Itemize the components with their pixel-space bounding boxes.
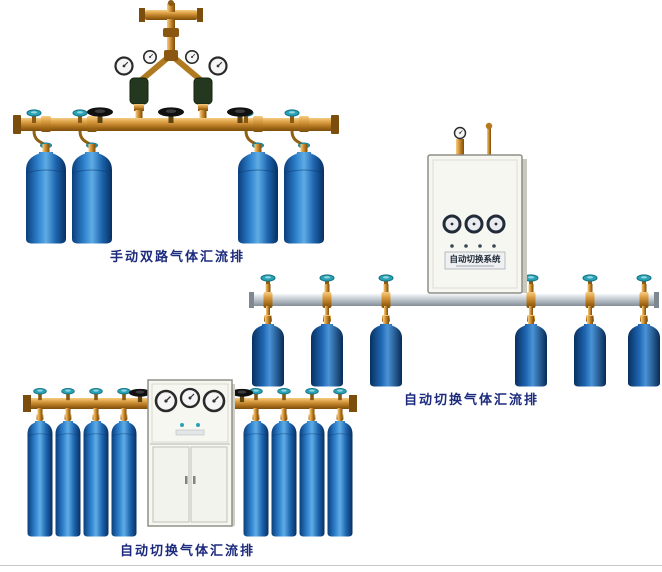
cylinder-station	[515, 274, 547, 387]
door-handle	[193, 476, 196, 484]
outlet-tee	[139, 0, 203, 56]
cylinder-station	[25, 109, 67, 244]
pressure-gauge-icon	[453, 126, 467, 140]
cylinder-station	[271, 387, 297, 537]
control-cabinet: 自动切换系统	[427, 122, 527, 294]
pressure-gauge-icon	[142, 49, 158, 65]
pipe-end-cap	[13, 115, 21, 134]
gas-cylinder	[574, 316, 606, 387]
cylinder-station	[83, 387, 109, 537]
gas-cylinder	[237, 143, 279, 244]
gas-cylinder	[71, 143, 113, 244]
figure-caption-auto-wall: 自动切换气体汇流排	[404, 392, 540, 407]
regulator-left	[114, 49, 158, 120]
gas-cylinder	[25, 143, 67, 244]
regulator-right	[184, 49, 228, 120]
cabinet-nameplate	[444, 251, 506, 270]
pressure-gauge-icon	[486, 214, 506, 234]
manifold-pipe	[18, 118, 334, 131]
pressure-gauge-icon	[184, 49, 200, 65]
cabinet-vent-pipe	[487, 128, 491, 157]
cylinder-station	[243, 387, 269, 537]
cylinder-station	[327, 387, 353, 537]
cylinder-station	[237, 109, 279, 244]
indicator-light	[450, 244, 454, 248]
cylinder-station	[27, 387, 53, 537]
gas-cylinder	[311, 316, 343, 387]
indicator-light	[492, 244, 496, 248]
gas-cylinder	[243, 412, 269, 537]
gas-cylinder	[83, 412, 109, 537]
gas-cylinder	[252, 316, 284, 387]
gas-cylinder	[111, 412, 137, 537]
cabinet-inlet-pipe	[456, 139, 464, 157]
cabinet-door-left	[152, 446, 190, 523]
figure-caption-manual-dual: 手动双路气体汇流排	[110, 249, 246, 264]
pressure-gauge-icon	[442, 214, 462, 234]
cylinder-station	[71, 109, 113, 244]
pressure-gauge-icon	[154, 389, 178, 413]
control-cabinet	[147, 379, 235, 527]
manifold-pipe	[252, 294, 656, 306]
pipe-end-cap	[349, 395, 357, 412]
gas-cylinder	[370, 316, 402, 387]
junction-block	[164, 50, 178, 61]
cylinder-station	[111, 387, 137, 537]
indicator-light	[180, 423, 184, 427]
figure-manual-dual-manifold	[13, 0, 339, 244]
indicator-light	[478, 244, 482, 248]
pipe-end-cap	[249, 292, 254, 308]
cylinder-station	[299, 387, 325, 537]
gas-cylinder	[299, 412, 325, 537]
cylinder-station	[311, 274, 343, 387]
cylinder-station	[628, 274, 660, 387]
gas-cylinder	[515, 316, 547, 387]
gas-cylinder	[271, 412, 297, 537]
cylinder-station	[283, 109, 325, 244]
cylinder-station	[55, 387, 81, 537]
figure-caption-auto-floor: 自动切换气体汇流排	[120, 543, 256, 558]
door-handle	[185, 476, 188, 484]
cabinet-door-right	[190, 446, 228, 523]
gas-cylinder	[27, 412, 53, 537]
pipe-end-cap	[331, 115, 339, 134]
pressure-gauge-icon	[464, 214, 484, 234]
pipe-end-cap	[654, 292, 659, 308]
figure-auto-switch-floor-cabinet	[23, 379, 357, 537]
gas-cylinder	[55, 412, 81, 537]
cylinder-station	[252, 274, 284, 387]
cabinet-label: 自动切换系统	[449, 254, 501, 264]
gas-cylinder	[283, 143, 325, 244]
pressure-gauge-icon	[179, 387, 201, 409]
cylinder-station	[370, 274, 402, 387]
indicator-light	[464, 244, 468, 248]
pipe-end-cap	[23, 395, 31, 412]
gas-cylinder	[327, 412, 353, 537]
figure-auto-switch-wall-cabinet: 自动切换系统	[249, 122, 660, 387]
pressure-gauge-icon	[114, 56, 134, 76]
cylinder-station	[574, 274, 606, 387]
indicator-light	[196, 423, 200, 427]
cabinet-nameplate	[175, 429, 205, 436]
pressure-gauge-icon	[202, 389, 226, 413]
gas-cylinder	[628, 316, 660, 387]
page-divider	[0, 565, 662, 566]
pressure-gauge-icon	[208, 56, 228, 76]
